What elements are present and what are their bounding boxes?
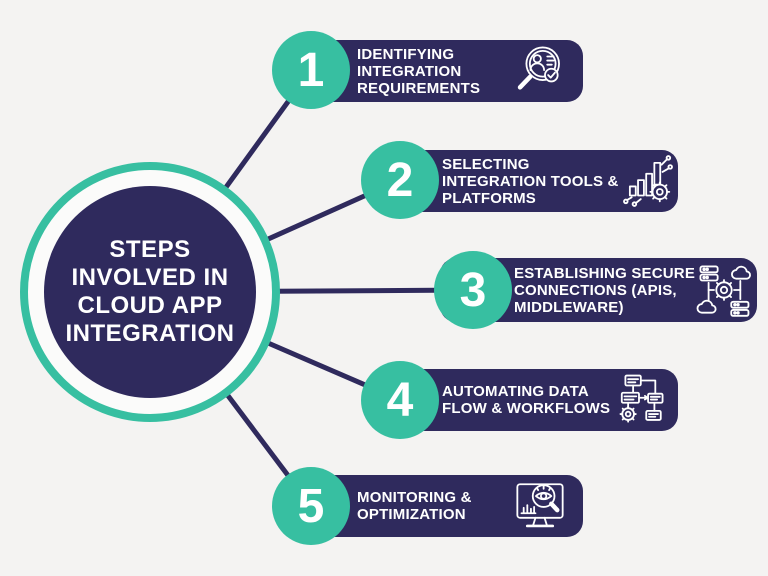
monitor-search-eye-icon xyxy=(511,477,569,535)
step-number-badge-3: 3 xyxy=(434,251,512,329)
step-number-badge-5: 5 xyxy=(272,467,350,545)
step-number: 3 xyxy=(459,263,487,317)
step-number: 1 xyxy=(297,43,325,97)
magnifier-user-check-icon xyxy=(511,42,569,100)
step-number-badge-2: 2 xyxy=(361,141,439,219)
title-line: STEPS xyxy=(109,236,191,263)
title-line: CLOUD APP xyxy=(77,292,223,319)
title-line: INTEGRATION xyxy=(65,320,235,347)
step-number-badge-1: 1 xyxy=(272,31,350,109)
step-number-badge-4: 4 xyxy=(361,361,439,439)
title-line: INVOLVED IN xyxy=(71,264,229,291)
step-label-4: AUTOMATING DATA FLOW & WORKFLOWS xyxy=(442,383,611,417)
step-label-1: IDENTIFYING INTEGRATION REQUIREMENTS xyxy=(357,45,481,97)
cloud-server-gear-network-icon xyxy=(695,261,753,319)
step-number: 2 xyxy=(386,153,414,207)
central-circle: STEPS INVOLVED IN CLOUD APP INTEGRATION xyxy=(44,186,256,398)
workflow-gear-icon xyxy=(610,371,668,429)
step-number: 5 xyxy=(297,479,325,533)
step-label-5: MONITORING & OPTIMIZATION xyxy=(357,489,472,523)
step-number: 4 xyxy=(386,373,414,427)
step-label-2: SELECTING INTEGRATION TOOLS & PLATFORMS xyxy=(442,155,619,207)
bar-chart-gear-circuit-icon xyxy=(619,152,677,210)
page-title: STEPS INVOLVED IN CLOUD APP INTEGRATION xyxy=(65,236,234,348)
central-circle-ring: STEPS INVOLVED IN CLOUD APP INTEGRATION xyxy=(20,162,280,422)
step-label-3: ESTABLISHING SECURE CONNECTIONS (APIS, M… xyxy=(514,264,696,316)
